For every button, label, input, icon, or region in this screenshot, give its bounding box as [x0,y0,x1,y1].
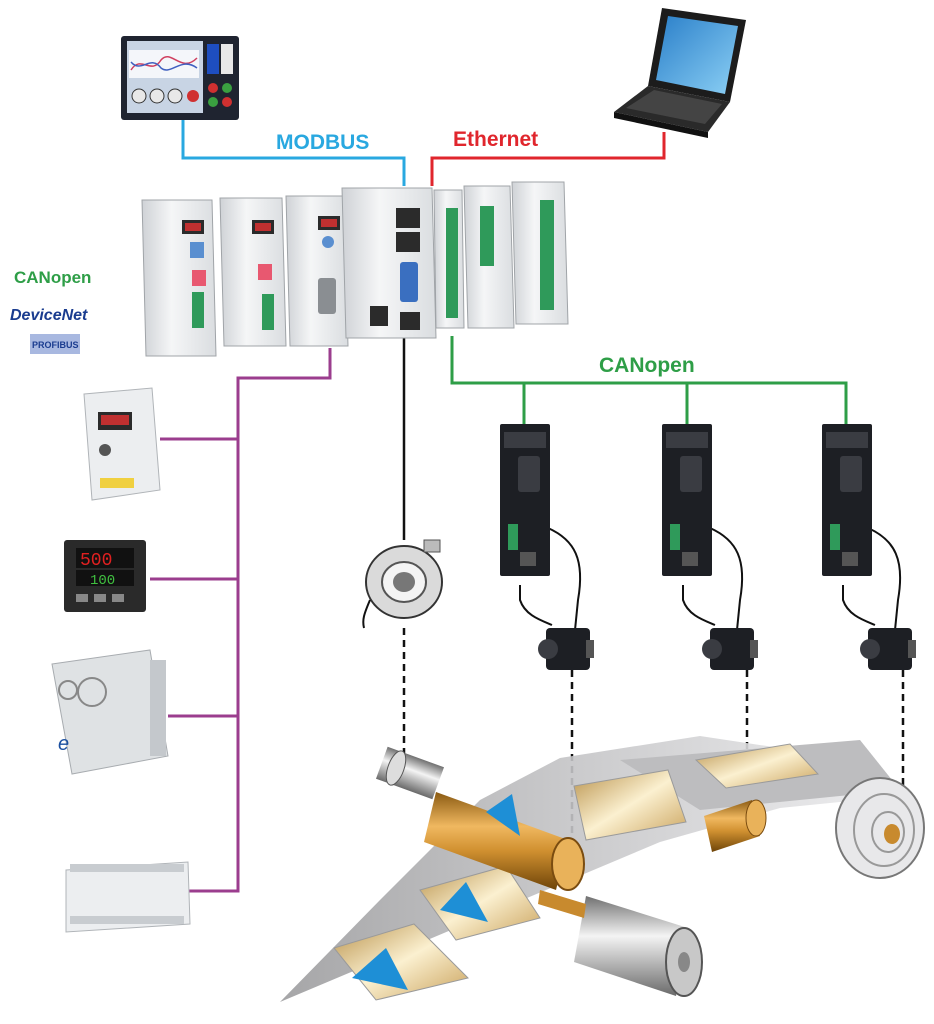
svg-text:100: 100 [90,573,115,589]
web-panels [333,743,820,1001]
modbus-line [181,118,406,186]
fieldbus-line [150,348,332,893]
laptop-icon [614,8,746,138]
profibus-logo-text: PROFIBUS [32,340,79,350]
plc-rack-icon [141,181,569,357]
temperature-controller-icon: 500 100 [64,540,146,612]
compact-plc-icon [65,861,191,933]
canopen-logo: CANopen [14,268,91,287]
servo-drive-3 [822,424,872,576]
servo-drive-2 [662,424,712,576]
ac-drive-icon [83,387,161,501]
svg-text:e: e [58,733,69,755]
idler-rollers [704,799,767,852]
devicenet-logo: DeviceNet [10,307,88,324]
profibus-logo: PROFIBUS [30,334,80,354]
svg-text:500: 500 [80,551,112,571]
servo-cables [519,527,902,631]
lower-roller [538,890,703,997]
canopen-label: CANopen [599,354,695,377]
servo-motor-3 [860,628,916,670]
paper-roll-icon [835,777,925,879]
modbus-label: MODBUS [276,131,369,154]
servo-drive-1 [500,424,550,576]
frequency-inverter-icon: e [51,649,169,775]
main-roller [375,746,585,891]
ethernet-line [430,132,666,186]
ethernet-label: Ethernet [453,128,538,151]
hmi-touch-panel-icon [121,36,239,120]
rotary-encoder-icon [362,539,443,629]
servo-motor-1 [538,628,594,670]
servo-motor-2 [702,628,758,670]
canopen-line [450,336,848,424]
